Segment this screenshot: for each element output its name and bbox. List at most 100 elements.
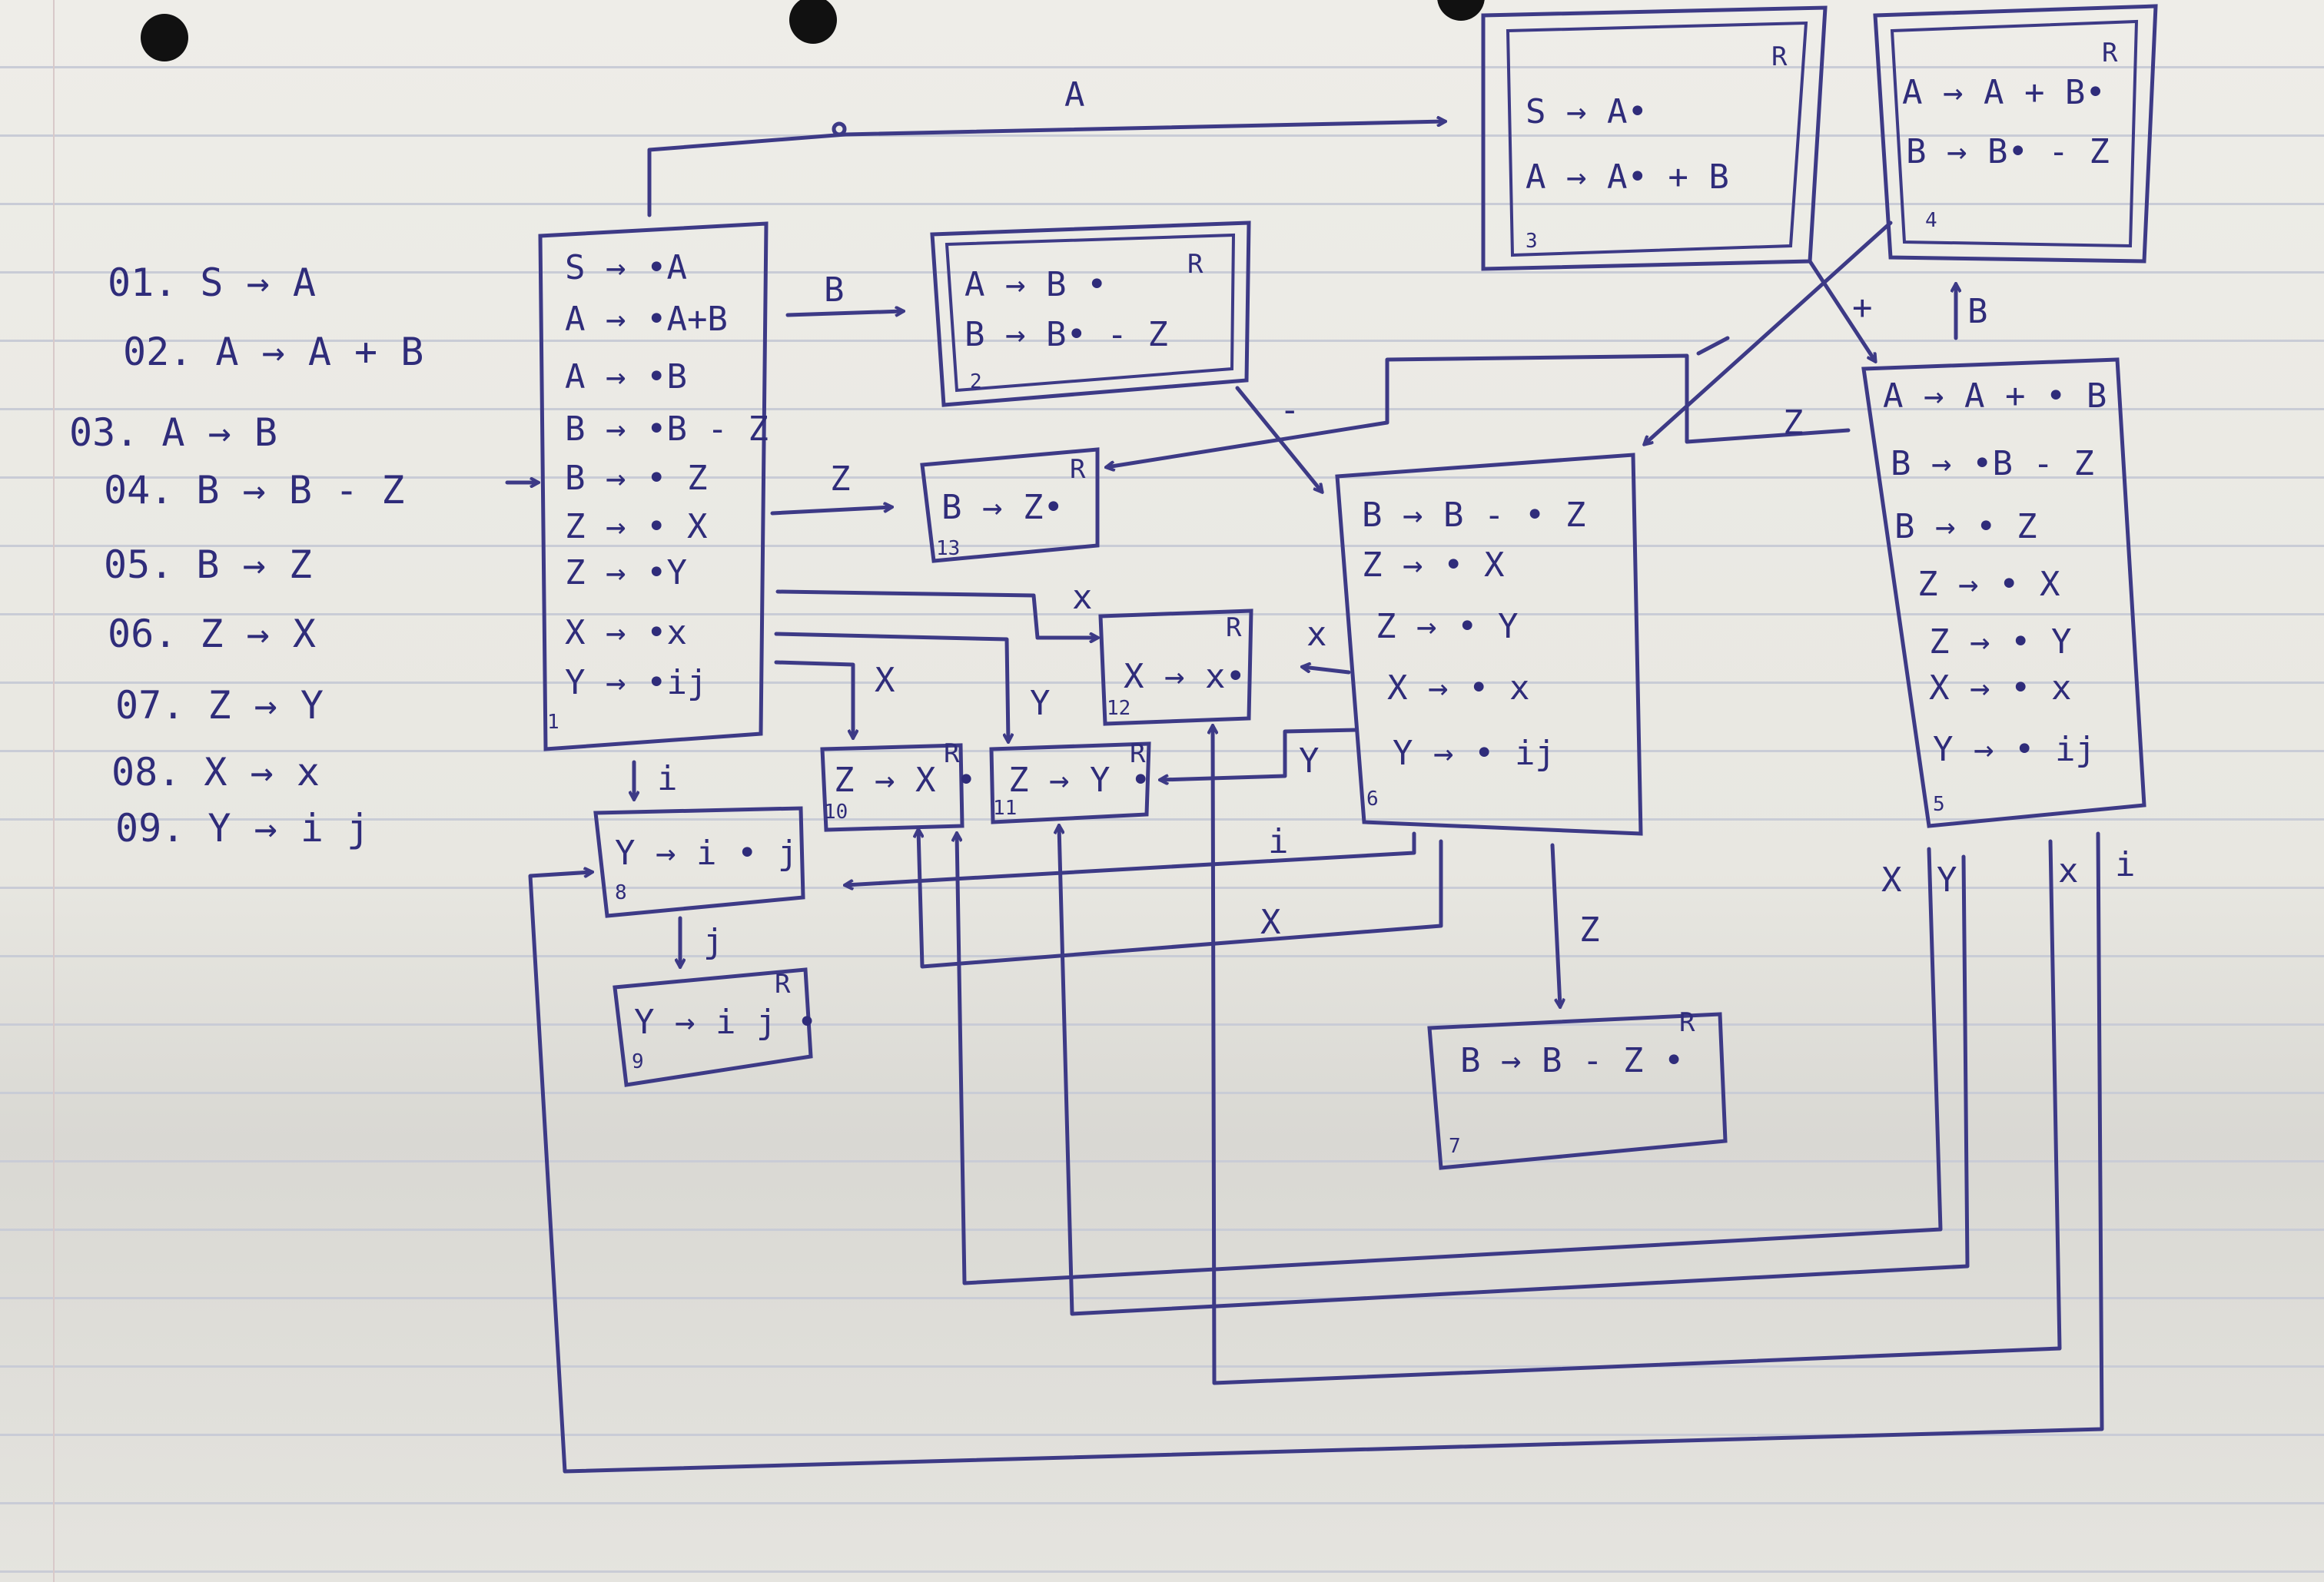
svg-text:B → • Z: B → • Z [1894, 507, 2037, 546]
svg-text:S → A•: S → A• [1526, 92, 1648, 131]
edge-label: x [2058, 851, 2079, 890]
svg-text:13: 13 [936, 537, 960, 560]
svg-text:6: 6 [1366, 788, 1379, 811]
svg-text:X → x•: X → x• [1124, 657, 1246, 696]
edge-label: Z [1579, 910, 1600, 950]
edge-label: X [875, 661, 895, 700]
binder-hole [789, 0, 837, 44]
svg-text:1: 1 [547, 711, 559, 734]
svg-text:A → •A+B: A → •A+B [565, 300, 728, 339]
edge-label: - [1280, 390, 1300, 429]
svg-text:B → •B - Z: B → •B - Z [1891, 444, 2094, 483]
edge-x [1213, 726, 2062, 1385]
binder-hole [141, 14, 188, 61]
edge-mark [1696, 336, 1730, 356]
transitions: A B Z x X Y i j - + Z B [505, 75, 2136, 1474]
state-11: Z → Y • 11 R [989, 738, 1151, 824]
svg-text:Y → •ij: Y → •ij [565, 663, 707, 702]
edge-Y [1059, 826, 1970, 1316]
svg-text:B → • Z: B → • Z [565, 459, 707, 498]
svg-text:10: 10 [824, 801, 848, 824]
edge-x [775, 589, 1097, 638]
svg-text:Y → i j •: Y → i j • [634, 1003, 817, 1042]
edge-A [647, 121, 1445, 217]
edge-Z [1550, 843, 1560, 1007]
grammar-rule: 08. X → x [111, 750, 320, 794]
svg-text:X → • x: X → • x [1387, 668, 1529, 708]
edge-label: B [1967, 292, 1988, 331]
state-4: A → A + B• B → B• - Z 4 R [1873, 4, 2158, 264]
svg-text:B → Z•: B → Z• [941, 488, 1064, 527]
svg-text:4: 4 [1925, 209, 1937, 232]
svg-text:B → B - • Z: B → B - • Z [1362, 496, 1585, 535]
state-10: Z → X • 10 R [820, 738, 976, 832]
edge-label: Z [830, 459, 851, 499]
svg-text:A → A + • B: A → A + • B [1883, 376, 2107, 416]
svg-text:R: R [1771, 41, 1788, 72]
svg-text:X → • x: X → • x [1929, 668, 2071, 708]
svg-text:8: 8 [615, 881, 627, 904]
svg-text:Y → • ij: Y → • ij [1393, 734, 1555, 773]
state-5: A → A + • B B → •B - Z B → • Z Z → • X Z… [1861, 357, 2146, 828]
edge-label: B [824, 270, 845, 310]
svg-text:R: R [775, 969, 791, 1000]
grammar-rule: 02. A → A + B [123, 330, 423, 374]
svg-text:5: 5 [1933, 793, 1945, 816]
svg-text:A → •B: A → •B [565, 357, 687, 396]
svg-text:Y → i • j: Y → i • j [615, 834, 798, 873]
edge-i [528, 831, 2104, 1474]
edge-label: x [1306, 615, 1327, 654]
svg-text:Z → • Y: Z → • Y [1929, 622, 2071, 662]
edge-label: A [1064, 75, 1085, 114]
edge-Y [1160, 728, 1359, 780]
svg-text:Z → •Y: Z → •Y [565, 553, 687, 592]
svg-text:2: 2 [970, 370, 982, 393]
edge-label: Y [1937, 861, 1957, 900]
svg-text:12: 12 [1107, 697, 1130, 720]
edge-label: j [703, 922, 724, 961]
svg-text:R: R [944, 738, 960, 769]
state-12: X → x• 12 R [1098, 609, 1253, 726]
state-9: Y → i j • 9 R [613, 967, 817, 1087]
svg-text:A → A + B•: A → A + B• [1902, 73, 2106, 112]
state-13: B → Z• 13 R [920, 447, 1100, 563]
svg-text:R: R [1130, 738, 1146, 769]
edge-label: x [1072, 578, 1093, 617]
svg-text:Z → • X: Z → • X [565, 507, 708, 546]
state-3: S → A• A → A• + B 3 R [1481, 5, 1828, 271]
grammar-rule: 09. Y → i j [115, 806, 370, 851]
svg-text:Z → Y •: Z → Y • [1008, 761, 1150, 800]
edge-label: i [657, 759, 678, 798]
svg-text:R: R [1187, 249, 1204, 280]
svg-text:7: 7 [1449, 1135, 1461, 1158]
edge-label: + [1852, 288, 1873, 327]
grammar-rule: 01. S → A [108, 260, 316, 305]
state-7: B → B - Z • 7 R [1427, 1007, 1728, 1170]
edge-B [785, 311, 903, 317]
svg-text:R: R [2102, 38, 2118, 68]
svg-text:B → B - Z •: B → B - Z • [1460, 1041, 1684, 1080]
svg-text:Z → • Y: Z → • Y [1376, 607, 1518, 646]
grammar-rule: 06. Z → X [108, 612, 316, 656]
edge-label: i [2115, 845, 2136, 884]
svg-text:B → B• - Z: B → B• - Z [1906, 132, 2110, 171]
state-6: B → B - • Z Z → • X Z → • Y X → • x Y → … [1335, 453, 1643, 836]
edge-label: X [1260, 903, 1281, 942]
edge-label: X [1881, 861, 1902, 900]
edge-Z [770, 507, 891, 516]
svg-text:A → A• + B: A → A• + B [1526, 158, 1729, 197]
svg-text:Z → • X: Z → • X [1362, 546, 1505, 585]
svg-text:Z → • X: Z → • X [1917, 565, 2060, 604]
edge-label: Y [1299, 741, 1320, 781]
edge-i [845, 831, 1416, 885]
grammar-rule: 03. A → B [69, 410, 277, 455]
edge-minus [1645, 221, 1893, 444]
svg-text:Y → • ij: Y → • ij [1933, 730, 2096, 769]
svg-text:B → •B - Z: B → •B - Z [565, 410, 769, 449]
svg-text:A → B •: A → B • [964, 265, 1107, 304]
edge-label: i [1268, 822, 1289, 861]
svg-text:3: 3 [1526, 230, 1538, 253]
edge-X [957, 834, 1943, 1285]
